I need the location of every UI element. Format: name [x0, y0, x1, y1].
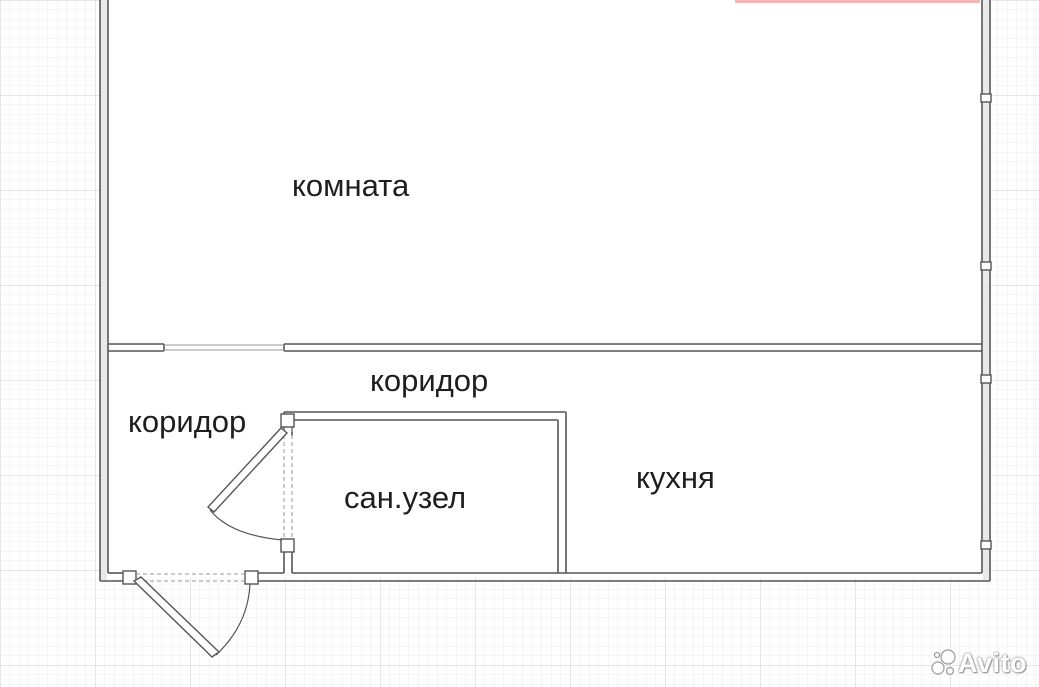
window-mark-1	[980, 93, 992, 103]
window-mark-3	[980, 374, 992, 384]
left-wall-fill	[101, 0, 107, 580]
lower-fill	[104, 348, 986, 578]
right-wall-fill	[983, 0, 989, 580]
window-mark-4	[980, 540, 992, 550]
room-label-komnata: комната	[292, 168, 410, 203]
room-fill	[104, 0, 986, 348]
watermark-text: Avito	[958, 648, 1027, 678]
room-label-corridor-left: коридор	[128, 404, 247, 439]
room-label-bathroom: сан.узел	[344, 480, 467, 515]
avito-watermark: Avito	[930, 646, 1030, 680]
top-edge-accent	[735, 0, 980, 3]
window-mark-2	[980, 261, 992, 271]
avito-logo-icon	[931, 649, 956, 676]
room-label-corridor-top: коридор	[370, 363, 489, 398]
bathroom-door	[206, 413, 295, 553]
entrance-door	[122, 570, 259, 658]
room-label-kitchen: кухня	[636, 460, 715, 495]
